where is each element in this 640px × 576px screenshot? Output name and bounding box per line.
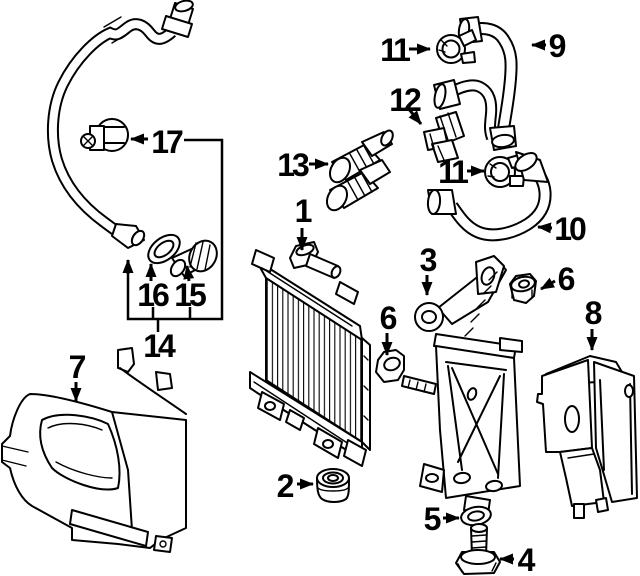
callout-label-15: 15: [174, 277, 206, 313]
callout-label-17: 17: [151, 124, 183, 160]
callout-leaders: [70, 39, 598, 565]
part-8-baffle: [536, 355, 638, 519]
part-2-grommet: [316, 468, 350, 503]
callout-label-1: 1: [295, 193, 312, 229]
callout-label-10: 10: [554, 211, 586, 247]
part-5-washer: [460, 505, 492, 527]
part-17-hose-clamp: [80, 118, 129, 152]
part-1-radiator: [249, 241, 371, 467]
part-9-hose: [433, 16, 518, 151]
part-11-clamp-upper: [436, 29, 477, 64]
part-3-mounting-bracket: [414, 255, 523, 515]
part-13-double-fitting: [325, 129, 394, 212]
part-12-tee-connector: [423, 111, 465, 163]
part-10-hose: [426, 151, 552, 242]
part-16-seal-ring: [147, 233, 181, 265]
callout-label-8: 8: [585, 295, 602, 331]
callout-label-2: 2: [277, 468, 294, 504]
callout-label-12: 12: [389, 82, 421, 118]
callout-label-4: 4: [518, 542, 536, 576]
part-6-mount-grommet-left: [375, 349, 437, 395]
callout-label-13: 13: [277, 147, 309, 183]
part-14-hose: [47, 0, 194, 249]
part-15-connector-fitting: [169, 239, 218, 278]
callout-label-16: 16: [137, 277, 169, 313]
callout-label-6-right: 6: [558, 261, 575, 297]
part-6-mount-grommet-right: [509, 273, 537, 304]
callout-label-11-upper: 11: [380, 32, 410, 68]
callout-label-6-left: 6: [380, 300, 397, 336]
callout-label-3: 3: [420, 242, 437, 278]
part-7-air-deflector: [1, 347, 187, 553]
part-4-bolt: [455, 523, 501, 575]
callout-label-11-lower: 11: [438, 154, 468, 190]
callout-label-9: 9: [549, 28, 566, 64]
callout-label-14: 14: [143, 328, 176, 364]
part-11-clamp-lower: [484, 153, 526, 188]
callout-label-5: 5: [424, 501, 441, 537]
callout-label-7: 7: [69, 349, 86, 385]
